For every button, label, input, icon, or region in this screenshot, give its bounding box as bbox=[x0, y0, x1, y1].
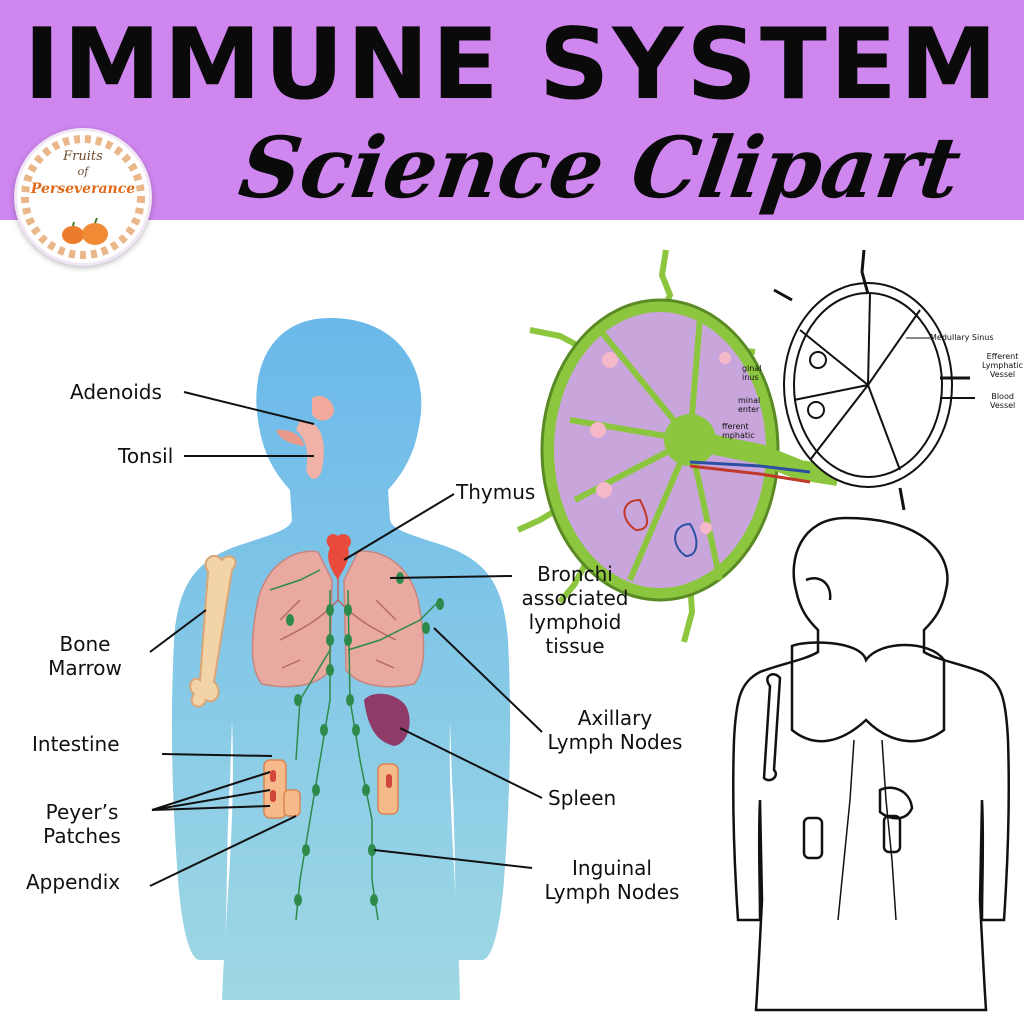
label-blood-vessel: Blood Vessel bbox=[990, 392, 1015, 410]
logo-text-perseverance: Perseverance bbox=[30, 181, 136, 197]
lymph-nodes bbox=[286, 572, 444, 906]
label-left-partial-2: minal enter bbox=[738, 396, 760, 414]
label-adenoids: Adenoids bbox=[70, 380, 162, 404]
human-body-outline bbox=[731, 516, 1011, 1012]
bone-shape bbox=[189, 554, 237, 708]
label-blood-line2: Vessel bbox=[990, 401, 1016, 410]
label-peyers-patches: Peyer’s Patches bbox=[22, 800, 142, 848]
label-bone-marrow-line2: Marrow bbox=[48, 656, 122, 680]
label-left-line2: inus bbox=[742, 373, 759, 382]
page-title: IMMUNE SYSTEM bbox=[23, 8, 1001, 122]
label-bone-marrow: Bone Marrow bbox=[30, 632, 140, 680]
lymph-node-outline bbox=[773, 249, 975, 511]
label-left-line3: minal bbox=[738, 396, 761, 405]
label-efferent-line2: Lymphatic bbox=[982, 361, 1024, 370]
label-left-line5: fferent bbox=[722, 422, 749, 431]
label-left-line4: enter bbox=[738, 405, 760, 414]
human-body-silhouette bbox=[171, 318, 511, 1000]
label-inguinal-line1: Inguinal bbox=[572, 856, 652, 880]
label-efferent-line1: Efferent bbox=[986, 352, 1019, 361]
logo-text-of: of bbox=[77, 165, 89, 178]
header-banner bbox=[0, 0, 1024, 220]
label-efferent-line3: Vessel bbox=[989, 370, 1016, 379]
lymph-follicles bbox=[590, 352, 731, 534]
label-thymus: Thymus bbox=[456, 480, 536, 504]
label-bone-marrow-line1: Bone bbox=[59, 632, 111, 656]
leader-lines bbox=[149, 391, 543, 887]
label-inguinal: Inguinal Lymph Nodes bbox=[522, 856, 702, 904]
label-left-partial-1: ginal inus bbox=[742, 364, 762, 382]
label-intestine: Intestine bbox=[32, 732, 120, 756]
label-axillary: Axillary Lymph Nodes bbox=[530, 706, 700, 754]
label-left-line1: ginal bbox=[742, 364, 762, 373]
label-left-partial-3: fferent mphatic bbox=[722, 422, 755, 440]
label-tonsil: Tonsil bbox=[118, 444, 174, 468]
lymph-node-illustration bbox=[516, 249, 840, 643]
label-peyers-line2: Patches bbox=[43, 824, 121, 848]
label-balt-line3: lymphoid bbox=[528, 610, 622, 634]
intestine-shape bbox=[263, 759, 399, 819]
label-balt: Bronchi associated lymphoid tissue bbox=[505, 562, 645, 658]
logo-text-fruits: Fruits bbox=[63, 149, 103, 164]
label-balt-line4: tissue bbox=[545, 634, 605, 658]
label-axillary-line2: Lymph Nodes bbox=[547, 730, 683, 754]
label-efferent-vessel: Efferent Lymphatic Vessel bbox=[982, 352, 1023, 379]
adenoids-tonsil-shape bbox=[276, 395, 334, 479]
label-spleen: Spleen bbox=[548, 786, 617, 810]
logo-wreath-icon bbox=[21, 135, 145, 259]
label-balt-line1: Bronchi bbox=[537, 562, 613, 586]
thymus-shape bbox=[326, 534, 351, 580]
brand-logo: Fruits of Perseverance bbox=[14, 128, 152, 266]
spleen-shape bbox=[364, 693, 410, 746]
label-medullary-sinus: Medullary Sinus bbox=[930, 333, 994, 342]
label-balt-line2: associated bbox=[521, 586, 629, 610]
label-inguinal-line2: Lymph Nodes bbox=[544, 880, 680, 904]
label-appendix: Appendix bbox=[26, 870, 121, 894]
label-blood-line1: Blood bbox=[991, 392, 1014, 401]
label-peyers-line1: Peyer’s bbox=[45, 800, 119, 824]
label-axillary-line1: Axillary bbox=[577, 706, 653, 730]
label-left-line6: mphatic bbox=[722, 431, 755, 440]
